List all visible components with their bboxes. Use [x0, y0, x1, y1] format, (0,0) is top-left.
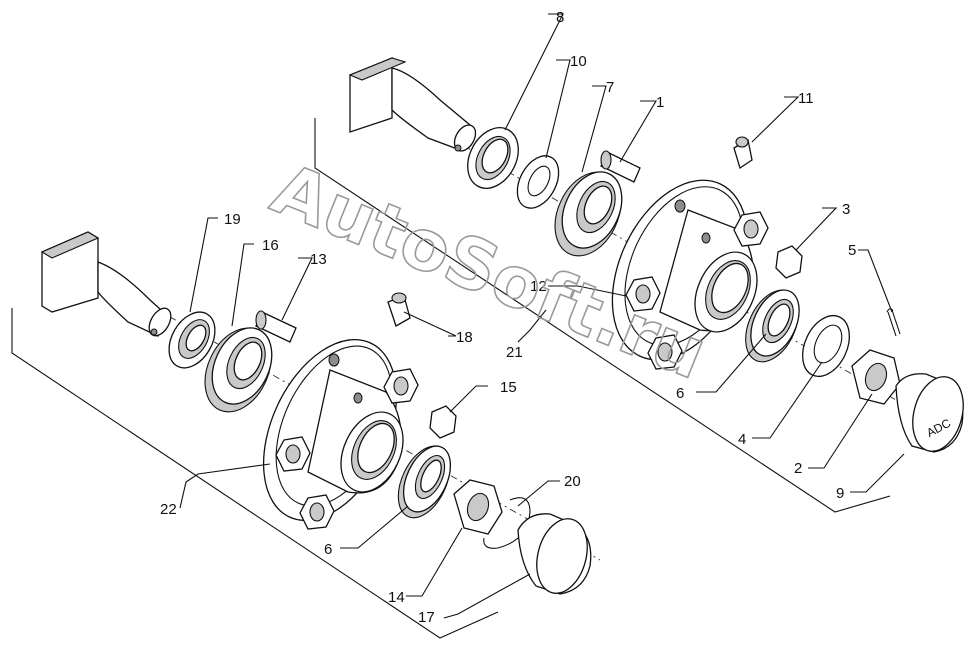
callout-1: 1: [656, 94, 664, 111]
spindle-lower: [40, 231, 172, 337]
callout-20: 20: [564, 473, 581, 490]
hub-cap-9: ADC: [895, 373, 964, 453]
grease-nipple-18: [387, 292, 411, 327]
callout-5: 5: [848, 242, 856, 259]
callout-labels: 8 10 7 1 11 3 5 12 21 18 13 19 16 15 6 6…: [160, 9, 856, 626]
callout-3: 3: [842, 201, 850, 218]
bearing-6-lower: [397, 445, 452, 519]
callout-10: 10: [570, 53, 587, 70]
callout-16: 16: [262, 237, 279, 254]
callout-17: 17: [418, 609, 435, 626]
hub-12: [611, 179, 769, 370]
upper-assembly: ADC: [314, 57, 964, 513]
callout-6-upper: 6: [676, 385, 684, 402]
callout-7: 7: [606, 79, 614, 96]
callout-14: 14: [388, 589, 405, 606]
castle-nut-2: [851, 349, 901, 405]
callout-8: 8: [556, 9, 564, 26]
callout-19: 19: [224, 211, 241, 228]
bearing-16: [204, 327, 273, 413]
stud-1: [600, 150, 641, 183]
hub-cap-17: [517, 513, 592, 595]
bearing-7: [554, 171, 623, 257]
callout-2: 2: [794, 460, 802, 477]
callout-15: 15: [500, 379, 517, 396]
nut-3: [775, 245, 803, 279]
washer-19: [168, 311, 216, 369]
stud-13: [255, 310, 297, 343]
seal-8: [467, 127, 519, 189]
callout-21: 21: [506, 344, 523, 361]
washer-4: [802, 315, 850, 377]
washer-10: [516, 155, 560, 209]
callout-12: 12: [530, 278, 547, 295]
callout-4: 4: [738, 431, 746, 448]
cotter-pin-5: [886, 308, 901, 337]
callout-22: 22: [160, 501, 177, 518]
nut-15: [429, 405, 457, 439]
hub-22: [262, 338, 419, 530]
callout-11: 11: [798, 90, 814, 107]
callout-9: 9: [836, 485, 844, 502]
leader-lines: [179, 13, 905, 619]
spindle-upper: [348, 57, 477, 152]
bearing-6-upper: [745, 289, 800, 363]
callout-13: 13: [310, 251, 327, 268]
callout-18: 18: [456, 329, 473, 346]
grease-nipple-11: [733, 136, 753, 170]
callout-6-lower: 6: [324, 541, 332, 558]
castle-nut-14: [453, 479, 503, 535]
lower-assembly: [11, 231, 601, 639]
